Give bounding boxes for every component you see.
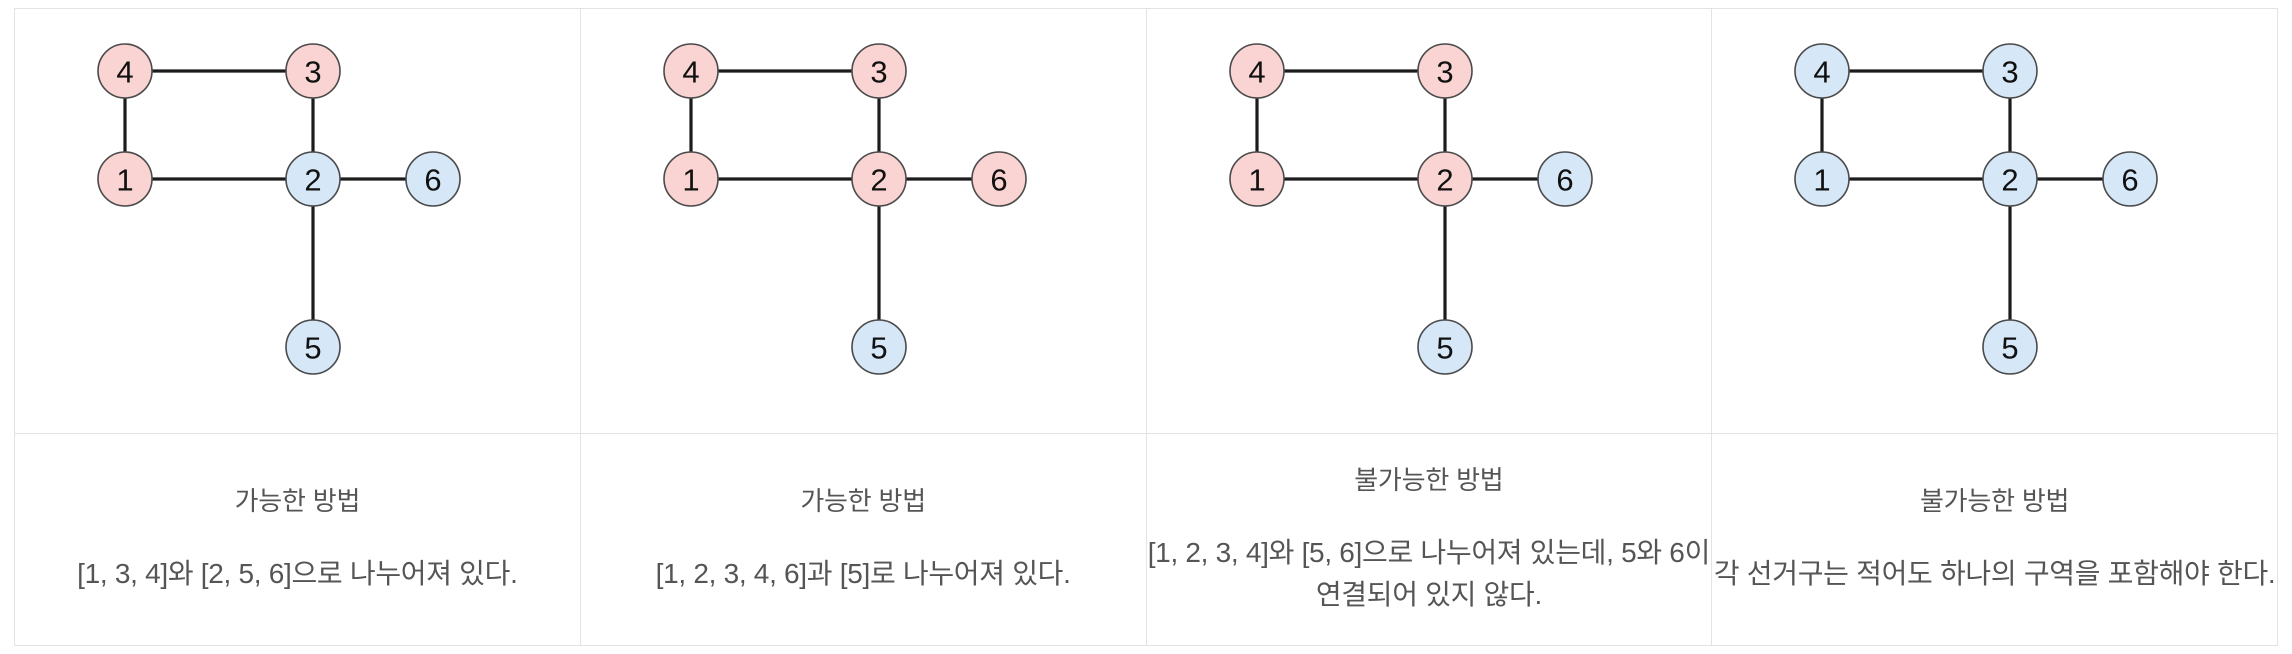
graph-node-6: 6 <box>2102 151 2159 207</box>
caption-cell-2: 가능한 방법 [1, 2, 3, 4, 6]과 [5]로 나누어져 있다. <box>579 433 1147 646</box>
node-label-6: 6 <box>424 163 441 198</box>
node-circle-2 <box>850 151 907 207</box>
graph-node-4: 4 <box>1228 43 1285 99</box>
caption-title-2: 가능한 방법 <box>800 485 926 516</box>
caption-row: 가능한 방법 [1, 3, 4]와 [2, 5, 6]으로 나누어져 있다. 가… <box>14 433 2278 646</box>
node-label-4: 4 <box>116 55 133 90</box>
node-label-6: 6 <box>1556 163 1573 198</box>
node-label-3: 3 <box>304 55 321 90</box>
node-label-5: 5 <box>304 331 321 366</box>
examples-table: 1 2 3 4 5 6 1 2 3 4 5 6 1 2 3 4 5 6 1 2 3 4 5 6 가능한 방법 [1, 3… <box>14 8 2278 646</box>
caption-title-1: 가능한 방법 <box>234 485 361 516</box>
graph-svg-4: 1 2 3 4 5 6 <box>1794 43 2159 375</box>
graph-node-2: 2 <box>285 151 341 207</box>
node-circle-4 <box>1228 43 1285 99</box>
node-circle-1 <box>1794 151 1851 207</box>
node-circle-5 <box>1416 319 1473 375</box>
node-label-3: 3 <box>1436 55 1453 90</box>
graph-node-5: 5 <box>285 319 341 375</box>
caption-title-3: 불가능한 방법 <box>1354 464 1504 495</box>
node-label-2: 2 <box>304 163 321 198</box>
graph-cell-3: 1 2 3 4 5 6 <box>1145 8 1713 434</box>
graph-node-6: 6 <box>970 151 1027 207</box>
graph-node-3: 3 <box>1982 43 2039 99</box>
graph-container-2: 1 2 3 4 5 6 <box>581 9 1146 433</box>
node-label-4: 4 <box>1814 55 1831 90</box>
graph-svg-3: 1 2 3 4 5 6 <box>1228 43 1593 375</box>
node-label-2: 2 <box>2002 163 2019 198</box>
node-circle-3 <box>1416 43 1473 99</box>
node-label-2: 2 <box>1436 163 1453 198</box>
graph-node-3: 3 <box>285 43 341 99</box>
node-circle-5 <box>285 319 341 375</box>
node-label-6: 6 <box>990 163 1007 198</box>
node-circle-3 <box>1982 43 2039 99</box>
graph-node-3: 3 <box>850 43 907 99</box>
graph-node-2: 2 <box>850 151 907 207</box>
node-label-5: 5 <box>2002 331 2019 366</box>
node-label-1: 1 <box>682 163 699 198</box>
caption-cell-4: 불가능한 방법 각 선거구는 적어도 하나의 구역을 포함해야 한다. <box>1711 433 2278 646</box>
node-circle-5 <box>850 319 907 375</box>
graph-container-4: 1 2 3 4 5 6 <box>1712 9 2277 433</box>
node-circle-2 <box>285 151 341 207</box>
graph-cell-4: 1 2 3 4 5 6 <box>1711 8 2278 434</box>
graph-node-4: 4 <box>97 43 153 99</box>
caption-body-3: [1, 2, 3, 4]와 [5, 6]으로 나누어져 있는데, 5와 6이 연… <box>1147 537 1711 611</box>
graph-node-5: 5 <box>850 319 907 375</box>
graph-node-1: 1 <box>1228 151 1285 207</box>
graph-node-5: 5 <box>1416 319 1473 375</box>
node-label-3: 3 <box>870 55 887 90</box>
node-label-5: 5 <box>870 331 887 366</box>
node-label-3: 3 <box>2002 55 2019 90</box>
graph-node-1: 1 <box>1794 151 1851 207</box>
caption-cell-3: 불가능한 방법 [1, 2, 3, 4]와 [5, 6]으로 나누어져 있는데,… <box>1145 433 1713 646</box>
graph-row: 1 2 3 4 5 6 1 2 3 4 5 6 1 2 3 4 5 6 1 2 3 4 5 6 <box>14 8 2278 434</box>
graph-node-1: 1 <box>662 151 719 207</box>
node-label-4: 4 <box>1248 55 1265 90</box>
node-label-2: 2 <box>870 163 887 198</box>
graph-node-5: 5 <box>1982 319 2039 375</box>
node-label-4: 4 <box>682 55 699 90</box>
caption-body-4: 각 선거구는 적어도 하나의 구역을 포함해야 한다. <box>1713 558 2276 590</box>
caption-title-4: 불가능한 방법 <box>1919 485 2070 516</box>
caption-body-1: [1, 3, 4]와 [2, 5, 6]으로 나누어져 있다. <box>77 558 518 590</box>
graph-node-2: 2 <box>1416 151 1473 207</box>
node-circle-6 <box>1536 151 1593 207</box>
node-circle-1 <box>97 151 153 207</box>
node-circle-3 <box>850 43 907 99</box>
graph-container-3: 1 2 3 4 5 6 <box>1147 9 1712 433</box>
node-circle-6 <box>2102 151 2159 207</box>
graph-cell-2: 1 2 3 4 5 6 <box>579 8 1147 434</box>
node-circle-3 <box>285 43 341 99</box>
graph-node-2: 2 <box>1982 151 2039 207</box>
graph-svg-2: 1 2 3 4 5 6 <box>662 43 1027 375</box>
node-label-1: 1 <box>1248 163 1265 198</box>
node-label-1: 1 <box>116 163 133 198</box>
graph-node-1: 1 <box>97 151 153 207</box>
node-circle-2 <box>1982 151 2039 207</box>
node-label-6: 6 <box>2122 163 2139 198</box>
node-circle-2 <box>1416 151 1473 207</box>
graph-node-6: 6 <box>405 151 461 207</box>
graph-node-6: 6 <box>1536 151 1593 207</box>
caption-body-2: [1, 2, 3, 4, 6]과 [5]로 나누어져 있다. <box>655 558 1071 590</box>
caption-cell-1: 가능한 방법 [1, 3, 4]와 [2, 5, 6]으로 나누어져 있다. <box>14 433 581 646</box>
graph-node-4: 4 <box>1794 43 1851 99</box>
node-circle-1 <box>1228 151 1285 207</box>
graph-container-1: 1 2 3 4 5 6 <box>15 9 580 433</box>
node-circle-4 <box>662 43 719 99</box>
node-circle-6 <box>405 151 461 207</box>
node-circle-4 <box>1794 43 1851 99</box>
graph-cell-1: 1 2 3 4 5 6 <box>14 8 581 434</box>
node-circle-6 <box>970 151 1027 207</box>
graph-node-3: 3 <box>1416 43 1473 99</box>
node-circle-5 <box>1982 319 2039 375</box>
node-label-5: 5 <box>1436 331 1453 366</box>
node-label-1: 1 <box>1814 163 1831 198</box>
node-circle-1 <box>662 151 719 207</box>
graph-svg-1: 1 2 3 4 5 6 <box>97 43 461 375</box>
graph-node-4: 4 <box>662 43 719 99</box>
node-circle-4 <box>97 43 153 99</box>
